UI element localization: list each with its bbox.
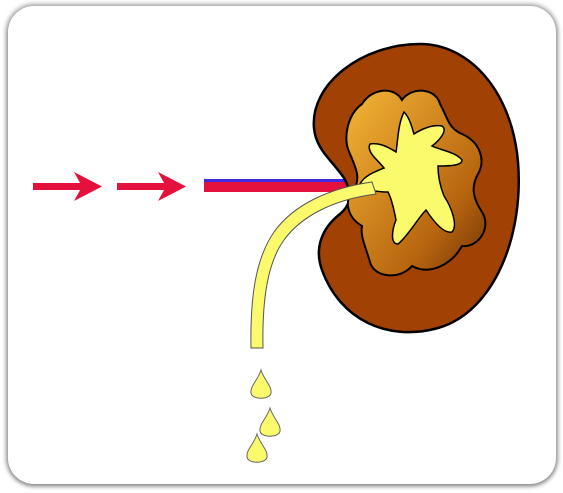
renal-vein-line bbox=[204, 179, 356, 182]
droplet-icon bbox=[251, 370, 271, 398]
incoming-arrow-2 bbox=[117, 172, 186, 201]
droplet-icon bbox=[247, 434, 267, 462]
arrow-shaft bbox=[117, 183, 169, 190]
droplet-icon bbox=[260, 408, 280, 436]
arrow-shaft bbox=[33, 183, 85, 190]
incoming-arrow-1 bbox=[33, 172, 102, 201]
renal-vessel bbox=[204, 179, 356, 192]
